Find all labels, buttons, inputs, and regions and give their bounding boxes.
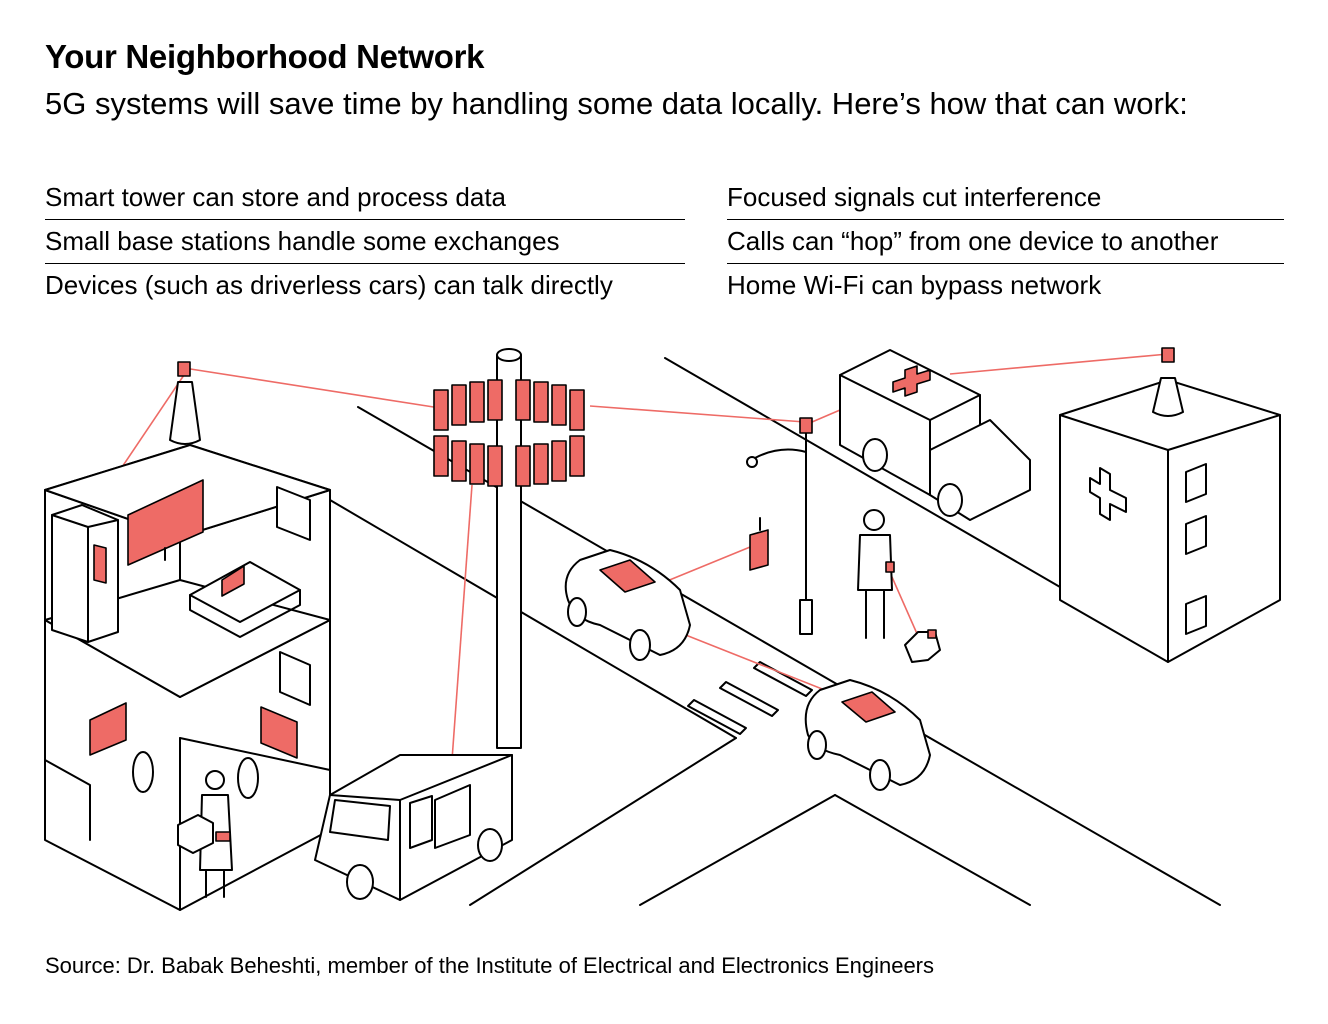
driverless-car-2	[804, 679, 931, 791]
ambulance	[839, 349, 1031, 521]
courier-person	[177, 770, 233, 898]
street-lamp	[746, 417, 813, 635]
note-home-wifi: Home Wi-Fi can bypass network	[727, 270, 1102, 300]
hospital-building	[1059, 347, 1281, 663]
delivery-van	[314, 754, 513, 901]
notes-right-column: Focused signals cut interference Calls c…	[727, 176, 1284, 307]
notes-left-column: Smart tower can store and process data S…	[45, 176, 685, 307]
road-dashes	[687, 661, 813, 735]
note-devices-talk: Devices (such as driverless cars) can ta…	[45, 270, 613, 300]
roads	[329, 357, 1221, 906]
source-note: Source: Dr. Babak Beheshti, member of th…	[45, 953, 935, 978]
ambulance-cross-icon	[892, 365, 931, 397]
antenna-panels	[433, 379, 585, 487]
smart-tower	[433, 348, 585, 749]
hospital-cross-icon	[1089, 467, 1127, 521]
page-title: Your Neighborhood Network	[45, 38, 485, 75]
note-smart-tower: Smart tower can store and process data	[45, 176, 685, 220]
note-calls-hop: Calls can “hop” from one device to anoth…	[727, 220, 1284, 264]
driverless-car-1	[564, 549, 691, 661]
note-focused-signals: Focused signals cut interference	[727, 176, 1284, 220]
home-building	[44, 361, 331, 911]
note-small-base-stations: Small base stations handle some exchange…	[45, 220, 685, 264]
pedestrian-with-dog	[857, 509, 941, 663]
page-subtitle: 5G systems will save time by handling so…	[45, 86, 1188, 121]
